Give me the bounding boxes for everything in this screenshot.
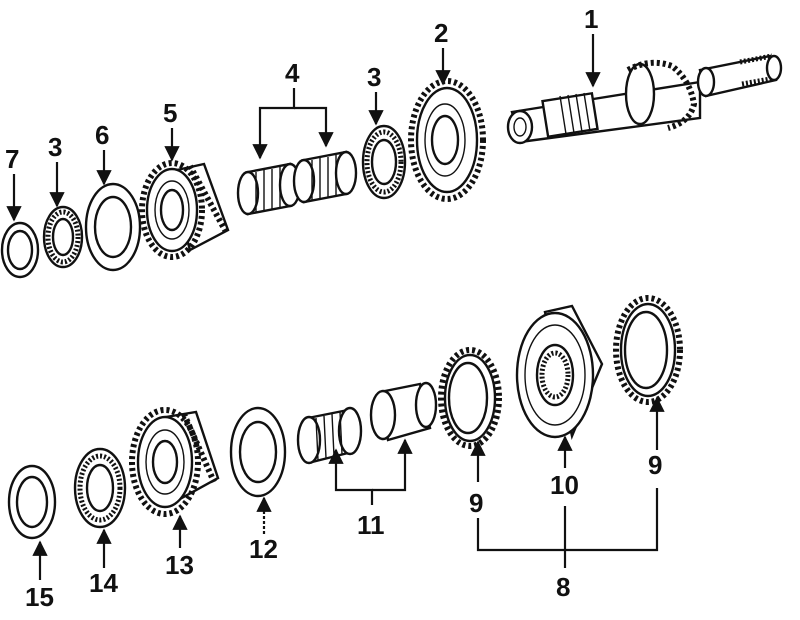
callout-9-left: 9 — [469, 488, 483, 518]
callout-15: 15 — [25, 582, 54, 612]
callout-11: 11 — [357, 510, 385, 540]
callout-labels: 1 2 3 4 5 6 3 7 9 10 9 8 11 12 13 14 15 — [5, 4, 662, 612]
part-12-washer[interactable] — [229, 406, 287, 498]
part-1-shaft[interactable] — [506, 53, 783, 145]
leader-lines — [6, 34, 665, 580]
callout-2: 2 — [434, 18, 448, 48]
callout-1: 1 — [584, 4, 598, 34]
part-9-synchro-ring-left[interactable] — [438, 347, 502, 449]
callout-8: 8 — [556, 572, 570, 602]
callout-12: 12 — [249, 534, 278, 564]
callout-4: 4 — [285, 58, 300, 88]
callout-3-lower: 3 — [48, 132, 62, 162]
part-6-washer[interactable] — [84, 182, 142, 272]
part-11-bearing-bushing[interactable] — [296, 381, 438, 465]
part-4-needle-bearings[interactable] — [236, 150, 358, 216]
callout-6: 6 — [95, 120, 109, 150]
callout-13: 13 — [165, 550, 194, 580]
part-5-gear[interactable] — [139, 160, 230, 260]
callout-7: 7 — [5, 144, 19, 174]
part-13-gear[interactable] — [129, 407, 220, 517]
callout-3-upper: 3 — [367, 62, 381, 92]
callout-5: 5 — [163, 98, 177, 128]
part-2-gear[interactable] — [408, 78, 486, 202]
part-3-thrust-bearing-lower[interactable] — [42, 205, 84, 269]
part-9-synchro-ring-right[interactable] — [613, 295, 683, 405]
callout-14: 14 — [89, 568, 118, 598]
callout-9-right: 9 — [648, 450, 662, 480]
part-7-washer[interactable] — [0, 221, 40, 279]
part-10-synchro-hub[interactable] — [515, 304, 604, 440]
part-3-thrust-bearing-upper[interactable] — [361, 124, 407, 200]
part-14-thrust-bearing[interactable] — [73, 447, 127, 529]
callout-10: 10 — [550, 470, 579, 500]
part-15-washer[interactable] — [7, 464, 57, 540]
